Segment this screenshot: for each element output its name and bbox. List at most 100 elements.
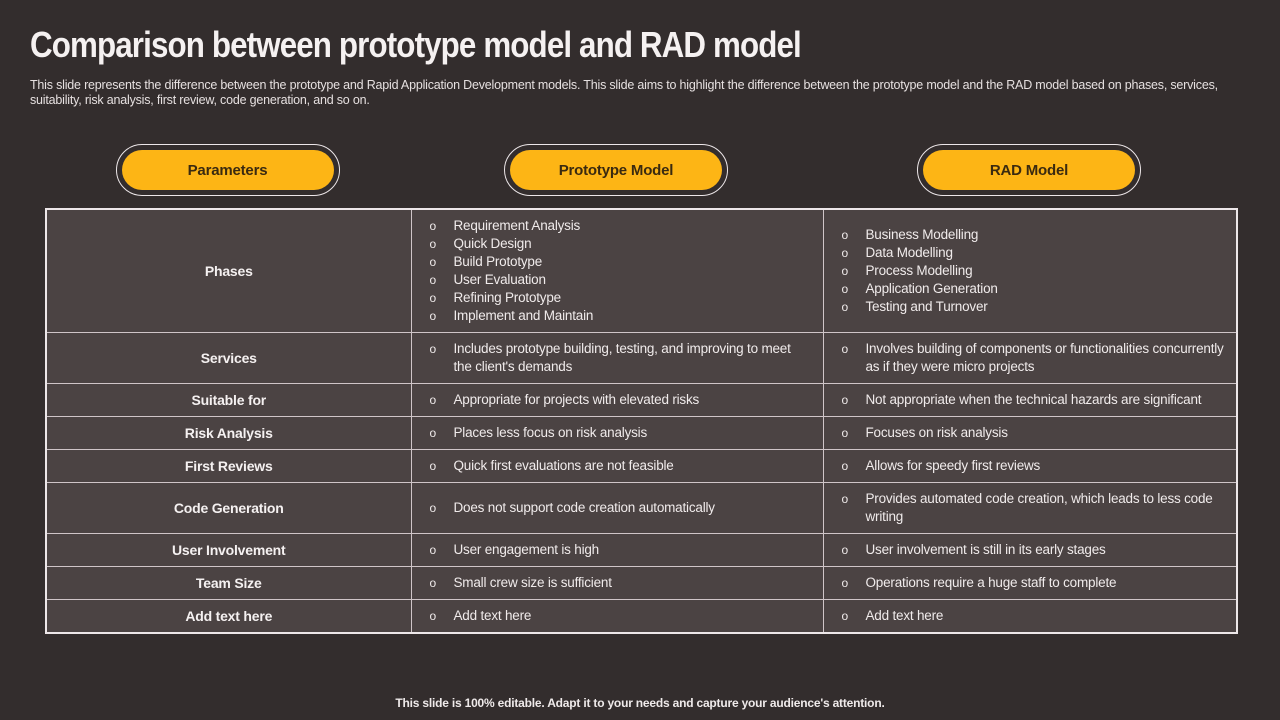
bullet-marker-icon: o xyxy=(429,576,437,590)
bullet-text: Involves building of components or funct… xyxy=(865,341,1224,374)
bullet-marker-icon: o xyxy=(841,426,849,440)
bullet-marker-icon: o xyxy=(429,237,437,251)
bullet-marker-icon: o xyxy=(841,300,849,314)
parameter-label: Team Size xyxy=(45,566,412,600)
bullet-list: o Provides automated code creation, which… xyxy=(836,490,1225,526)
bullet-text: Includes prototype building, testing, an… xyxy=(453,341,791,374)
bullet-marker-icon: o xyxy=(841,282,849,296)
bullet-list: o Quick first evaluations are not feasibl… xyxy=(424,457,811,475)
bullet-marker-icon: o xyxy=(841,246,849,260)
bullet-item: o Quick first evaluations are not feasibl… xyxy=(424,457,811,475)
bullet-item: o Small crew size is sufficient xyxy=(424,574,811,592)
bullet-item: o Implement and Maintain xyxy=(424,307,811,325)
bullet-text: Quick first evaluations are not feasible xyxy=(453,458,674,473)
header-col-parameters: Parameters xyxy=(45,144,410,196)
bullet-item: o Places less focus on risk analysis xyxy=(424,424,811,442)
bullet-item: o User engagement is high xyxy=(424,541,811,559)
rad-model-pill[interactable]: RAD Model xyxy=(917,144,1141,196)
prototype-model-pill-label: Prototype Model xyxy=(510,150,722,190)
bullet-marker-icon: o xyxy=(841,264,849,278)
bullet-marker-icon: o xyxy=(841,459,849,473)
bullet-item: o User involvement is still in its early … xyxy=(836,541,1225,559)
prototype-model-cell: o User engagement is high xyxy=(410,533,824,567)
bullet-marker-icon: o xyxy=(429,273,437,287)
bullet-list: o User involvement is still in its early … xyxy=(836,541,1225,559)
bullet-list: o Involves building of components or func… xyxy=(836,340,1225,376)
bullet-marker-icon: o xyxy=(429,426,437,440)
bullet-text: Business Modelling xyxy=(865,227,979,242)
footer-note: This slide is 100% editable. Adapt it to… xyxy=(395,696,885,710)
table-row: Services o Includes prototype building, te… xyxy=(45,332,1238,384)
bullet-marker-icon: o xyxy=(429,393,437,407)
parameter-label: Suitable for xyxy=(45,383,412,417)
prototype-model-cell: o Small crew size is sufficient xyxy=(410,566,824,600)
parameter-label: Services xyxy=(45,332,412,384)
rad-model-cell: o Provides automated code creation, which… xyxy=(822,482,1238,534)
bullet-marker-icon: o xyxy=(841,342,849,356)
bullet-text: User engagement is high xyxy=(453,542,600,557)
bullet-text: Requirement Analysis xyxy=(453,218,581,233)
bullet-text: Small crew size is sufficient xyxy=(453,575,612,590)
bullet-text: Places less focus on risk analysis xyxy=(453,425,648,440)
bullet-marker-icon: o xyxy=(841,492,849,506)
bullet-text: User involvement is still in its early s… xyxy=(865,542,1106,557)
slide-description: This slide represents the difference bet… xyxy=(30,78,1218,107)
bullet-text: Provides automated code creation, which … xyxy=(865,491,1213,524)
bullet-marker-icon: o xyxy=(429,309,437,323)
bullet-marker-icon: o xyxy=(841,393,849,407)
parameter-label: Code Generation xyxy=(45,482,412,534)
bullet-marker-icon: o xyxy=(429,501,437,515)
prototype-model-pill[interactable]: Prototype Model xyxy=(504,144,728,196)
bullet-text: Operations require a huge staff to compl… xyxy=(865,575,1117,590)
column-header-row: Parameters Prototype Model RAD Model xyxy=(45,144,1236,196)
bullet-marker-icon: o xyxy=(429,609,437,623)
bullet-text: Implement and Maintain xyxy=(453,308,594,323)
bullet-marker-icon: o xyxy=(429,459,437,473)
bullet-marker-icon: o xyxy=(429,543,437,557)
bullet-list: o Small crew size is sufficient xyxy=(424,574,811,592)
bullet-text: Build Prototype xyxy=(453,254,543,269)
bullet-marker-icon: o xyxy=(841,543,849,557)
bullet-text: User Evaluation xyxy=(453,272,547,287)
parameters-pill-label: Parameters xyxy=(121,150,334,190)
prototype-model-cell: o Places less focus on risk analysis xyxy=(410,416,824,450)
header-col-prototype: Prototype Model xyxy=(410,144,822,196)
parameter-label: Add text here xyxy=(45,599,412,634)
bullet-marker-icon: o xyxy=(841,228,849,242)
bullet-marker-icon: o xyxy=(429,342,437,356)
bullet-text: Quick Design xyxy=(453,236,532,251)
bullet-marker-icon: o xyxy=(429,291,437,305)
parameter-label: Risk Analysis xyxy=(45,416,412,450)
parameters-pill[interactable]: Parameters xyxy=(115,144,340,196)
parameter-label: Phases xyxy=(45,208,412,333)
bullet-text: Focuses on risk analysis xyxy=(865,425,1008,440)
